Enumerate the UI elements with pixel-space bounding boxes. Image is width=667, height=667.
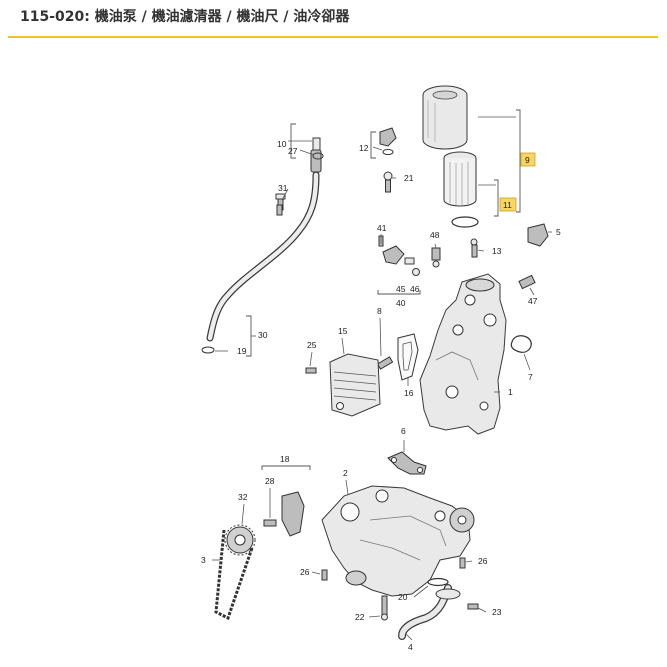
page-title: 115-020: 機油泵 / 機油濾清器 / 機油尺 / 油冷卻器	[20, 9, 350, 25]
header-divider	[8, 36, 658, 38]
bolt-13[interactable]	[470, 238, 478, 258]
callout-18: 18	[280, 454, 290, 464]
oil-pump[interactable]	[321, 485, 471, 597]
callout-47: 47	[528, 296, 538, 306]
callout-5: 5	[556, 227, 561, 237]
leader-lines	[212, 116, 552, 641]
callout-23: 23	[492, 607, 502, 617]
callout-12: 12	[359, 143, 369, 153]
oil-filter-element[interactable]	[443, 151, 477, 207]
plug-47[interactable]	[518, 274, 536, 290]
sensor-41-assembly[interactable]	[378, 235, 420, 276]
callout-11-highlight[interactable]: 11	[499, 197, 517, 212]
callout-1: 1	[508, 387, 513, 397]
callout-19: 19	[237, 346, 247, 356]
callout-9: 9	[525, 155, 530, 165]
gasket-7[interactable]	[510, 335, 532, 353]
callout-48: 48	[430, 230, 440, 240]
callout-9-highlight[interactable]: 9	[520, 152, 536, 167]
parts-diagram: 10 27 31 12 21 13 5 48 41 45 46 40 47 7 …	[201, 85, 561, 652]
callout-20: 20	[398, 592, 408, 602]
callout-46: 46	[410, 284, 420, 294]
bolt-25[interactable]	[305, 367, 317, 374]
bolt-8[interactable]	[376, 356, 394, 370]
bracket-6[interactable]	[387, 451, 427, 475]
filter-o-ring[interactable]	[451, 216, 479, 228]
callout-brackets	[246, 109, 521, 470]
tube-bottom-o-ring[interactable]	[201, 346, 215, 354]
page-header: 115-020: 機油泵 / 機油濾清器 / 機油尺 / 油冷卻器	[0, 0, 667, 40]
sensor-48[interactable]	[431, 247, 441, 268]
callout-28: 28	[265, 476, 275, 486]
bolt-26-right[interactable]	[459, 557, 466, 569]
bolt-22[interactable]	[381, 595, 388, 621]
callout-26-left: 26	[300, 567, 310, 577]
chain-tensioner-28[interactable]	[263, 519, 277, 527]
bolt-21[interactable]	[383, 171, 393, 193]
callout-labels: 10 27 31 12 21 13 5 48 41 45 46 40 47 7 …	[201, 139, 561, 652]
o-ring-20[interactable]	[427, 577, 449, 587]
sprocket-32[interactable]	[224, 524, 256, 556]
callout-26-right: 26	[478, 556, 488, 566]
callout-25: 25	[307, 340, 317, 350]
callout-15: 15	[338, 326, 348, 336]
bolt-23[interactable]	[467, 603, 479, 610]
drive-chain-3[interactable]	[214, 529, 254, 621]
oil-filter-housing-cap[interactable]	[422, 85, 468, 150]
callout-6: 6	[401, 426, 406, 436]
callout-7: 7	[528, 372, 533, 382]
callout-27: 27	[288, 146, 298, 156]
callout-10: 10	[277, 139, 287, 149]
oil-pickup-pipe-4[interactable]	[398, 584, 461, 640]
callout-8: 8	[377, 306, 382, 316]
callout-3: 3	[201, 555, 206, 565]
callout-40: 40	[396, 298, 406, 308]
bolt-31[interactable]	[276, 204, 283, 216]
callout-32: 32	[238, 492, 248, 502]
callout-16: 16	[404, 388, 414, 398]
callout-22: 22	[355, 612, 365, 622]
oil-filter-bracket-housing[interactable]	[419, 273, 507, 435]
callout-4: 4	[408, 642, 413, 652]
callout-30: 30	[258, 330, 268, 340]
callout-45: 45	[396, 284, 406, 294]
bolt-26-left[interactable]	[321, 569, 328, 581]
tensioner-bracket[interactable]	[281, 491, 305, 537]
oil-cooler[interactable]	[329, 353, 381, 417]
callout-13: 13	[492, 246, 502, 256]
callout-21: 21	[404, 173, 414, 183]
callout-41: 41	[377, 223, 387, 233]
callout-2: 2	[343, 468, 348, 478]
gasket-16[interactable]	[397, 333, 419, 381]
dipstick-seal-ring[interactable]	[312, 152, 324, 160]
oil-pressure-switch-12[interactable]	[379, 127, 397, 155]
callout-11: 11	[503, 200, 512, 210]
callout-31: 31	[278, 183, 288, 193]
dipstick-tube[interactable]	[206, 137, 322, 342]
sensor-5[interactable]	[527, 223, 549, 247]
pump-sprocket[interactable]	[449, 507, 475, 533]
